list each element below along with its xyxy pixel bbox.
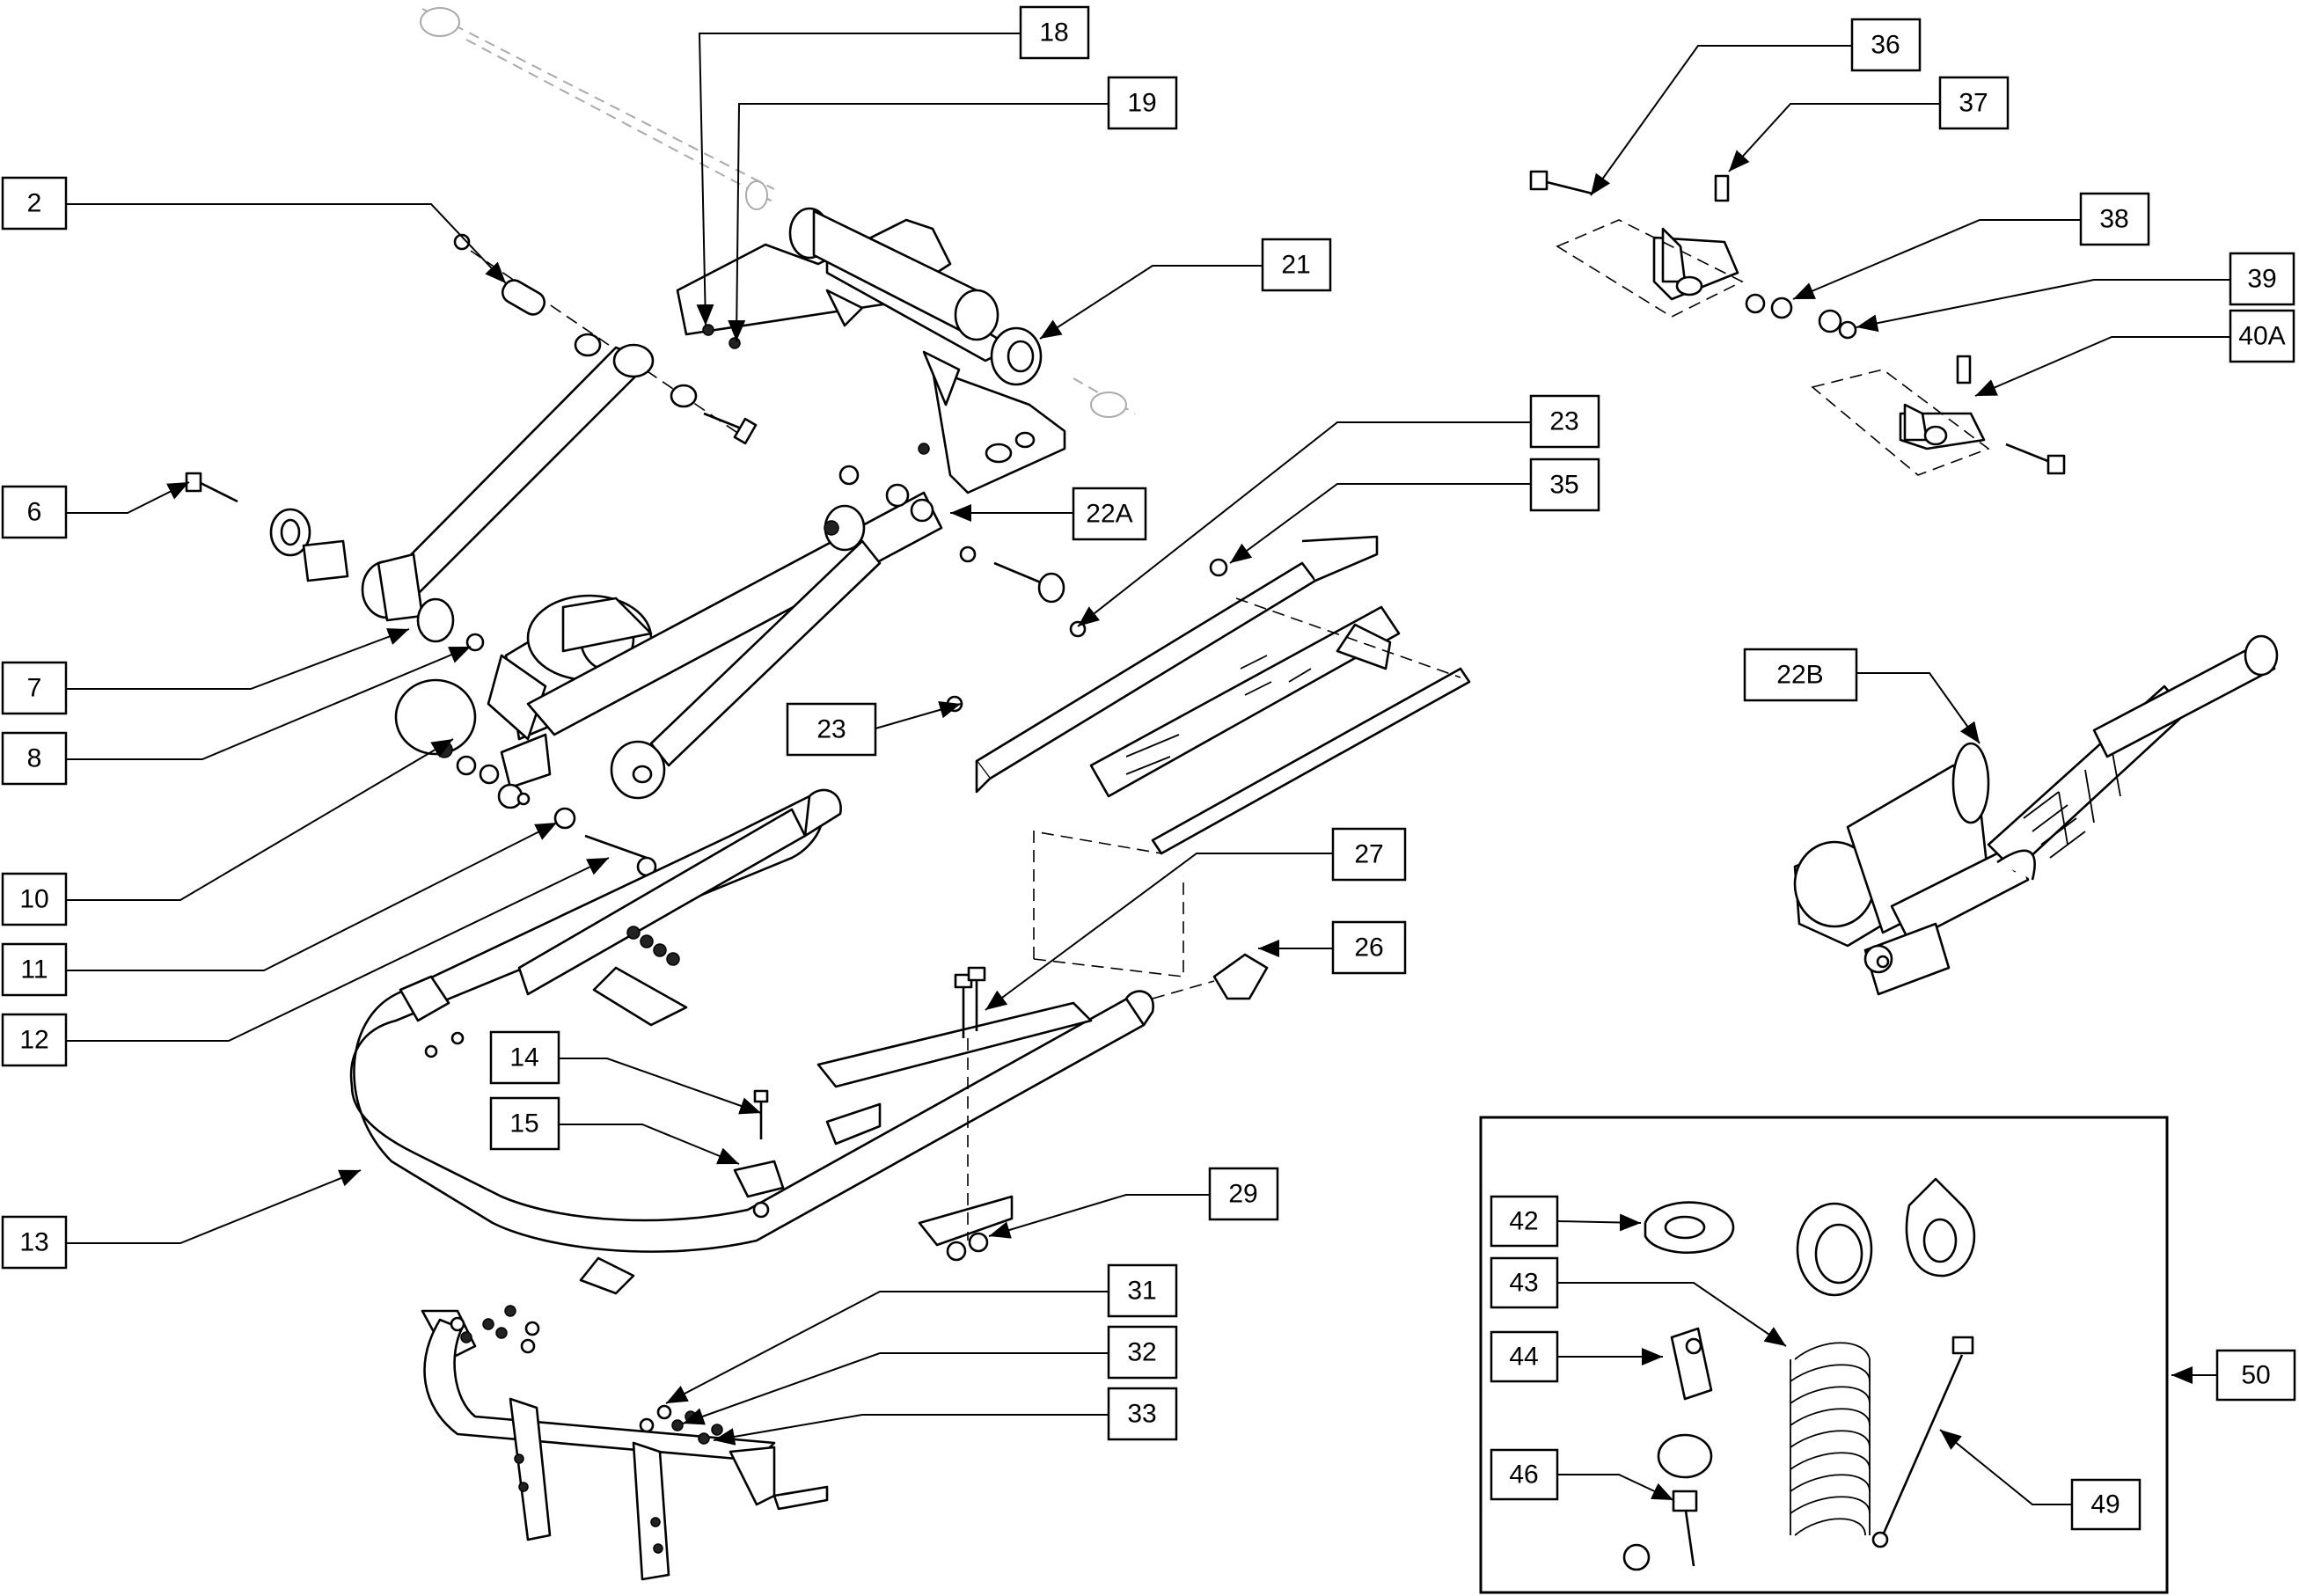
svg-text:37: 37 xyxy=(1959,89,1988,118)
callout-40A: 40A xyxy=(2229,309,2295,363)
svg-text:49: 49 xyxy=(2090,1490,2120,1519)
callout-32: 32 xyxy=(1107,1325,1178,1380)
callout-23a: 23 xyxy=(1529,394,1600,449)
callout-13: 13 xyxy=(1,1215,68,1270)
svg-text:46: 46 xyxy=(1509,1461,1538,1490)
callout-21: 21 xyxy=(1261,238,1332,292)
svg-text:26: 26 xyxy=(1354,933,1383,963)
callout-10: 10 xyxy=(1,872,68,926)
seat-rails xyxy=(946,535,1471,977)
callout-46: 46 xyxy=(1490,1448,1559,1501)
callout-11: 11 xyxy=(1,942,68,997)
svg-text:12: 12 xyxy=(19,1026,48,1055)
callout-15: 15 xyxy=(489,1096,560,1151)
callout-39: 39 xyxy=(2229,252,2295,306)
end-cap xyxy=(1152,953,1269,1000)
footrest-bracket xyxy=(421,1305,829,1581)
svg-text:38: 38 xyxy=(2099,205,2128,234)
callout-19: 19 xyxy=(1107,76,1178,130)
callout-44: 44 xyxy=(1490,1330,1559,1383)
callout-27: 27 xyxy=(1331,827,1407,882)
callout-6: 6 xyxy=(1,485,68,539)
callout-18: 18 xyxy=(1019,5,1090,60)
svg-text:40A: 40A xyxy=(2238,322,2285,351)
svg-text:44: 44 xyxy=(1509,1343,1538,1372)
callout-49: 49 xyxy=(2070,1478,2142,1531)
svg-text:50: 50 xyxy=(2241,1361,2270,1390)
svg-text:18: 18 xyxy=(1039,18,1068,48)
callout-23b: 23 xyxy=(786,702,877,757)
svg-text:11: 11 xyxy=(20,955,48,985)
main-frame xyxy=(349,788,1154,1295)
callout-2: 2 xyxy=(1,176,68,231)
svg-text:32: 32 xyxy=(1127,1338,1156,1367)
callout-31: 31 xyxy=(1107,1263,1178,1318)
svg-text:15: 15 xyxy=(509,1109,538,1138)
svg-text:8: 8 xyxy=(27,744,42,773)
svg-text:2: 2 xyxy=(27,189,42,218)
svg-text:42: 42 xyxy=(1509,1207,1538,1236)
svg-text:21: 21 xyxy=(1281,251,1310,280)
svg-text:23: 23 xyxy=(1549,407,1578,436)
svg-text:36: 36 xyxy=(1871,31,1900,60)
callout-50: 50 xyxy=(2215,1349,2296,1402)
actuator-22B xyxy=(1793,634,2279,996)
svg-text:23: 23 xyxy=(816,715,846,744)
svg-text:29: 29 xyxy=(1228,1180,1257,1209)
mount-bolts xyxy=(946,966,989,1262)
callout-22A: 22A xyxy=(1072,487,1147,541)
svg-text:13: 13 xyxy=(19,1228,48,1257)
callout-33: 33 xyxy=(1107,1387,1178,1441)
svg-text:39: 39 xyxy=(2247,265,2276,294)
callout-26: 26 xyxy=(1331,920,1407,975)
svg-text:43: 43 xyxy=(1509,1269,1538,1298)
svg-text:22A: 22A xyxy=(1086,500,1132,529)
svg-text:27: 27 xyxy=(1354,840,1383,869)
callout-36: 36 xyxy=(1850,18,1922,72)
svg-text:31: 31 xyxy=(1127,1277,1156,1306)
kit-box xyxy=(1479,1116,2169,1594)
svg-text:7: 7 xyxy=(27,674,42,703)
callout-38: 38 xyxy=(2079,192,2150,246)
actuator-assembly xyxy=(394,465,1065,877)
svg-text:22B: 22B xyxy=(1776,661,1823,690)
hinge-bracket-group xyxy=(1529,170,2066,476)
svg-text:6: 6 xyxy=(27,498,42,527)
callout-29: 29 xyxy=(1208,1167,1279,1221)
seat-mount-bracket xyxy=(676,207,1066,494)
callout-14: 14 xyxy=(489,1030,560,1085)
callout-12: 12 xyxy=(1,1013,68,1067)
callout-37: 37 xyxy=(1938,76,2010,130)
callout-8: 8 xyxy=(1,731,68,786)
svg-text:19: 19 xyxy=(1127,89,1156,118)
svg-text:14: 14 xyxy=(509,1043,538,1073)
svg-text:35: 35 xyxy=(1549,471,1578,500)
callout-43: 43 xyxy=(1490,1256,1559,1309)
svg-text:33: 33 xyxy=(1127,1400,1156,1429)
svg-text:10: 10 xyxy=(19,885,48,914)
callout-7: 7 xyxy=(1,661,68,715)
callout-22B: 22B xyxy=(1743,648,1858,702)
ghost-seat-tube xyxy=(420,7,1136,418)
left-bolt-stack xyxy=(185,472,485,652)
callout-42: 42 xyxy=(1490,1195,1559,1248)
leader-lines xyxy=(66,33,2230,1505)
callout-35: 35 xyxy=(1529,458,1600,512)
